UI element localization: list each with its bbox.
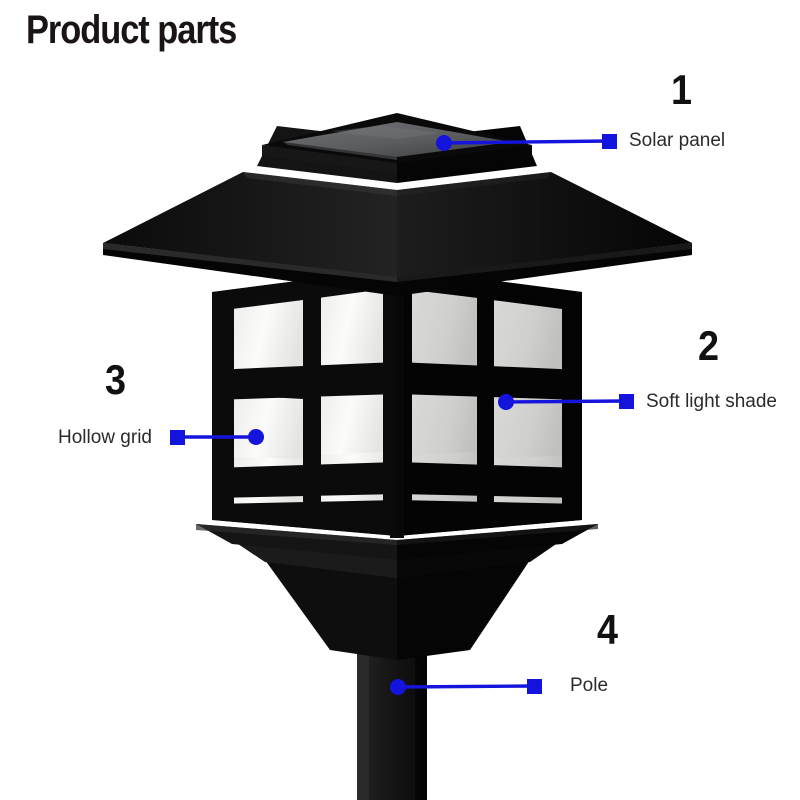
callout-label-hollow-grid: Hollow grid	[58, 427, 152, 448]
body-corner-edge	[390, 267, 404, 538]
callout-label-pole: Pole	[570, 675, 609, 696]
lamp-base	[196, 524, 598, 660]
callout-number-4: 4	[597, 606, 619, 653]
lamp-pole	[357, 640, 427, 800]
solar-panel	[262, 113, 532, 173]
callout-label-solar-panel: Solar panel	[629, 130, 726, 151]
callout-label-soft-light-shade: Soft light shade	[646, 391, 777, 412]
callout-number-2: 2	[698, 322, 720, 369]
solar-panel-glass	[283, 122, 511, 157]
callout-number-1: 1	[671, 66, 693, 113]
hollow-grid-right	[397, 268, 582, 536]
lantern-body	[212, 267, 582, 538]
callout-number-3: 3	[105, 356, 127, 403]
page-title: Product parts	[26, 8, 237, 52]
